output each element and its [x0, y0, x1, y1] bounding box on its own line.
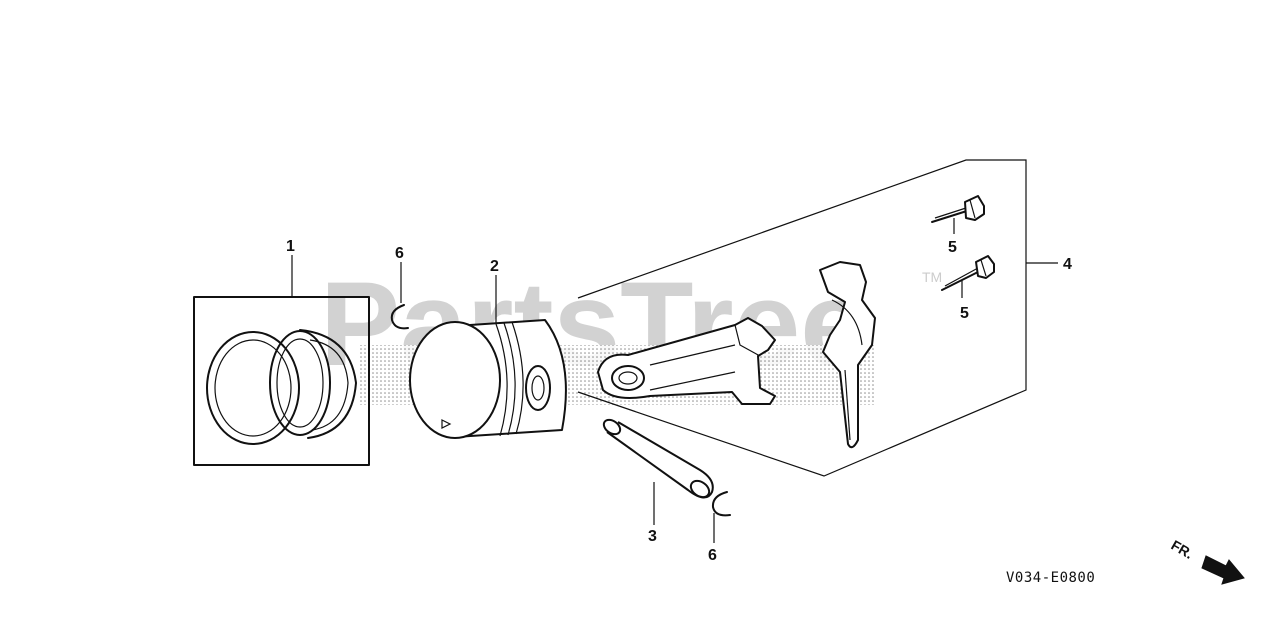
piston-rings[interactable]	[193, 296, 370, 466]
callout-5-lower: 5	[960, 305, 969, 322]
callout-1: 1	[286, 238, 295, 255]
piston-rings-box	[193, 296, 370, 466]
piston-pin[interactable]	[601, 417, 714, 501]
rod-bolt-lower[interactable]	[941, 255, 995, 291]
callout-4: 4	[1063, 256, 1072, 273]
callout-2: 2	[490, 258, 499, 275]
pin-clip-upper[interactable]	[390, 304, 409, 330]
pin-clip-lower[interactable]	[711, 491, 731, 517]
rod-bolt-upper[interactable]	[931, 195, 985, 223]
callout-6-upper: 6	[395, 245, 404, 262]
diagram-code: V034-E0800	[1006, 570, 1095, 586]
front-indicator: FR.	[1169, 537, 1245, 585]
arrow-right-down-icon	[1201, 555, 1245, 585]
connecting-rod-cap[interactable]	[819, 261, 876, 449]
piston[interactable]	[409, 319, 567, 439]
connecting-rod[interactable]	[597, 317, 776, 405]
watermark-trademark: TM	[922, 269, 942, 285]
connecting-rod-set-box	[577, 159, 1027, 477]
callout-3: 3	[648, 528, 657, 545]
callout-6-lower: 6	[708, 547, 717, 564]
front-indicator-label: FR.	[1169, 537, 1197, 562]
callout-5-upper: 5	[948, 239, 957, 256]
